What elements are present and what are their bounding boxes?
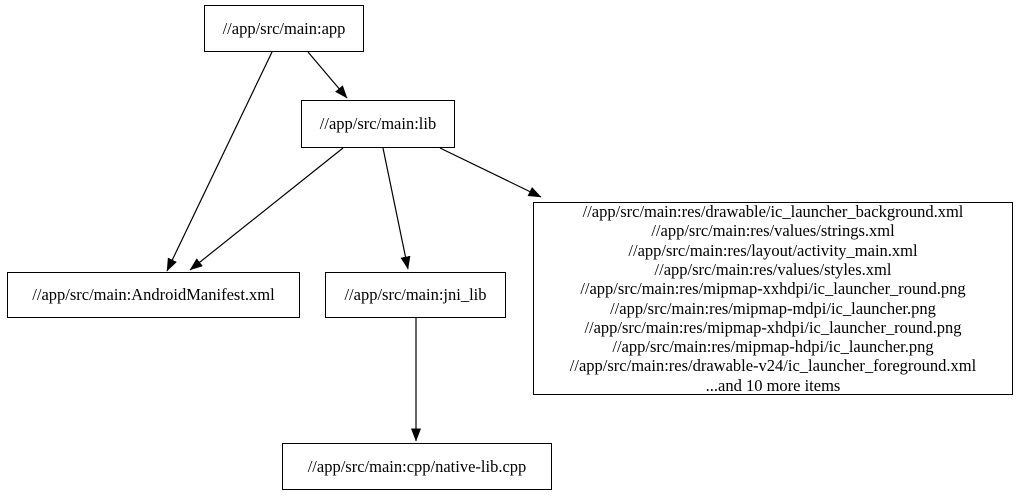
node-app-label: //app/src/main:app	[222, 18, 346, 38]
res-file-line: //app/src/main:res/mipmap-mdpi/ic_launch…	[610, 298, 936, 318]
res-file-line: //app/src/main:res/values/strings.xml	[651, 221, 895, 241]
res-file-line: //app/src/main:res/mipmap-xhdpi/ic_launc…	[584, 317, 962, 337]
node-native-lib-cpp-target: //app/src/main:cpp/native-lib.cpp	[282, 443, 552, 490]
edge-lib-to-jni-lib	[382, 147, 411, 270]
edge-lib-to-androidmanifest	[189, 147, 344, 271]
node-androidmanifest-label: //app/src/main:AndroidManifest.xml	[32, 285, 275, 305]
res-file-line: //app/src/main:res/layout/activity_main.…	[628, 240, 918, 260]
node-lib-target: //app/src/main:lib	[301, 100, 455, 148]
node-androidmanifest-target: //app/src/main:AndroidManifest.xml	[7, 272, 300, 318]
edge-app-to-androidmanifest	[166, 51, 273, 272]
res-file-line: //app/src/main:res/mipmap-hdpi/ic_launch…	[612, 337, 934, 357]
res-more-items-line: ...and 10 more items	[705, 375, 841, 395]
edge-lib-to-res-files	[439, 147, 542, 198]
node-jni-lib-target: //app/src/main:jni_lib	[325, 272, 506, 318]
res-file-line: //app/src/main:res/drawable-v24/ic_launc…	[569, 356, 977, 376]
node-lib-label: //app/src/main:lib	[319, 114, 437, 134]
node-jni-lib-label: //app/src/main:jni_lib	[344, 285, 487, 305]
res-file-line: //app/src/main:res/mipmap-xxhdpi/ic_laun…	[580, 279, 966, 299]
res-file-line: //app/src/main:res/values/styles.xml	[654, 259, 892, 279]
edge-app-to-lib	[307, 51, 348, 99]
node-res-files-target: //app/src/main:res/drawable/ic_launcher_…	[533, 202, 1013, 395]
node-native-lib-cpp-label: //app/src/main:cpp/native-lib.cpp	[307, 456, 527, 476]
res-file-line: //app/src/main:res/drawable/ic_launcher_…	[582, 202, 964, 222]
node-app-target: //app/src/main:app	[204, 5, 364, 52]
